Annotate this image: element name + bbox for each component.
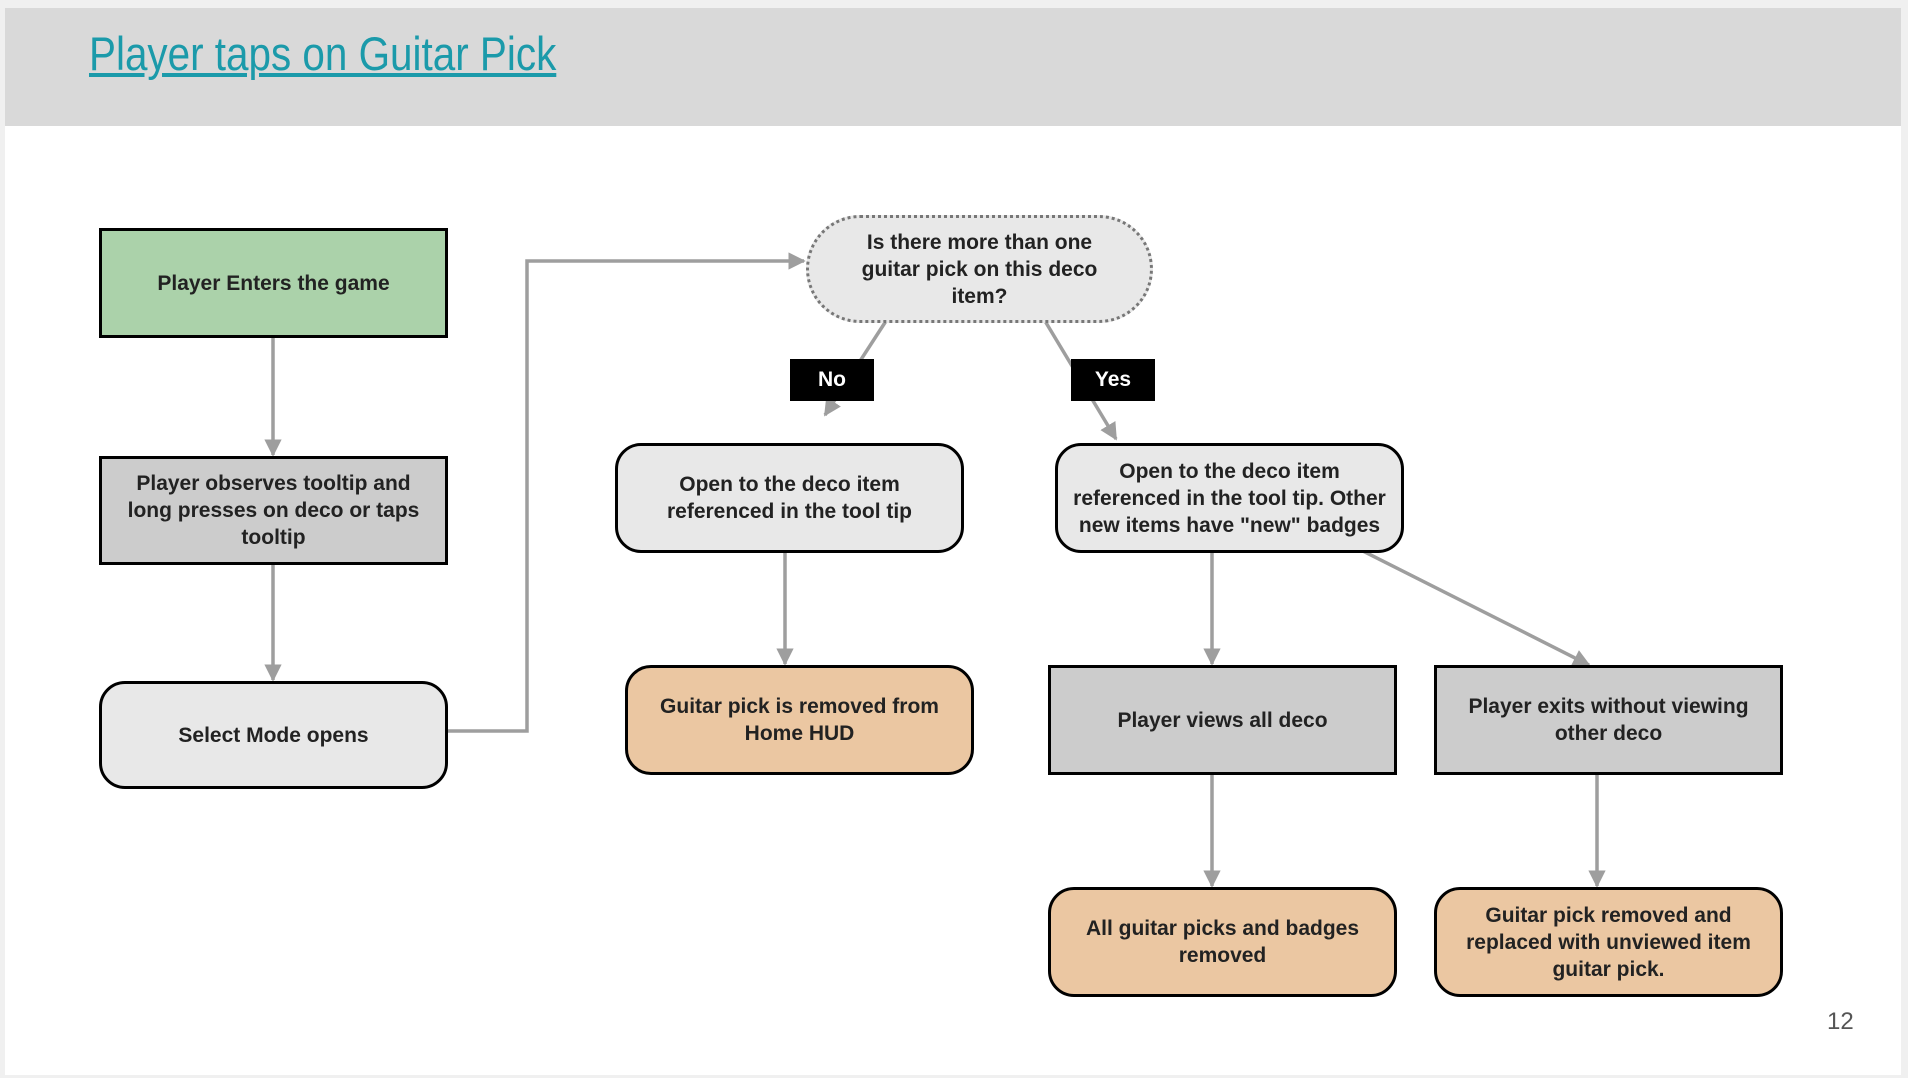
node-pick-replaced: Guitar pick removed and replaced with un… [1434, 887, 1783, 997]
arrow-open-multi-to-exits [1360, 548, 1591, 667]
node-open-multi-deco-label: Open to the deco item referenced in the … [1073, 459, 1386, 537]
node-player-observes-tooltip-label: Player observes tooltip and long presses… [127, 472, 420, 549]
node-pick-removed-home-hud-label: Guitar pick is removed from Home HUD [660, 695, 939, 745]
node-decision-multiple-picks: Is there more than one guitar pick on th… [806, 215, 1153, 323]
connector-layer [264, 252, 1606, 888]
node-open-single-deco-label: Open to the deco item referenced in the … [666, 473, 913, 523]
node-player-views-all-deco: Player views all deco [1048, 665, 1397, 775]
node-player-exits-label: Player exits without viewing other deco [1468, 695, 1749, 745]
node-open-multi-deco: Open to the deco item referenced in the … [1055, 443, 1404, 553]
edge-label-yes: Yes [1071, 359, 1155, 401]
node-all-picks-removed-label: All guitar picks and badges removed [1085, 917, 1360, 967]
page-number: 12 [1827, 1008, 1854, 1035]
node-pick-removed-home-hud: Guitar pick is removed from Home HUD [625, 665, 974, 775]
node-player-exits: Player exits without viewing other deco [1434, 665, 1783, 775]
node-player-enters: Player Enters the game [99, 228, 448, 338]
edge-label-no: No [790, 359, 874, 401]
slide: Player taps on Guitar Pick Player Enters… [5, 8, 1901, 1075]
title-bar [5, 8, 1901, 126]
arrow-select-to-decision [446, 252, 806, 733]
node-select-mode-opens-label: Select Mode opens [178, 723, 369, 747]
node-all-picks-removed: All guitar picks and badges removed [1048, 887, 1397, 997]
node-player-observes-tooltip: Player observes tooltip and long presses… [99, 456, 448, 565]
node-open-single-deco: Open to the deco item referenced in the … [615, 443, 964, 553]
node-pick-replaced-label: Guitar pick removed and replaced with un… [1466, 903, 1751, 981]
slide-title-link[interactable]: Player taps on Guitar Pick [89, 27, 557, 80]
node-player-enters-label: Player Enters the game [157, 271, 390, 295]
node-decision-multiple-picks-label: Is there more than one guitar pick on th… [861, 230, 1098, 308]
node-player-views-all-deco-label: Player views all deco [1117, 708, 1328, 732]
node-select-mode-opens: Select Mode opens [99, 681, 448, 789]
